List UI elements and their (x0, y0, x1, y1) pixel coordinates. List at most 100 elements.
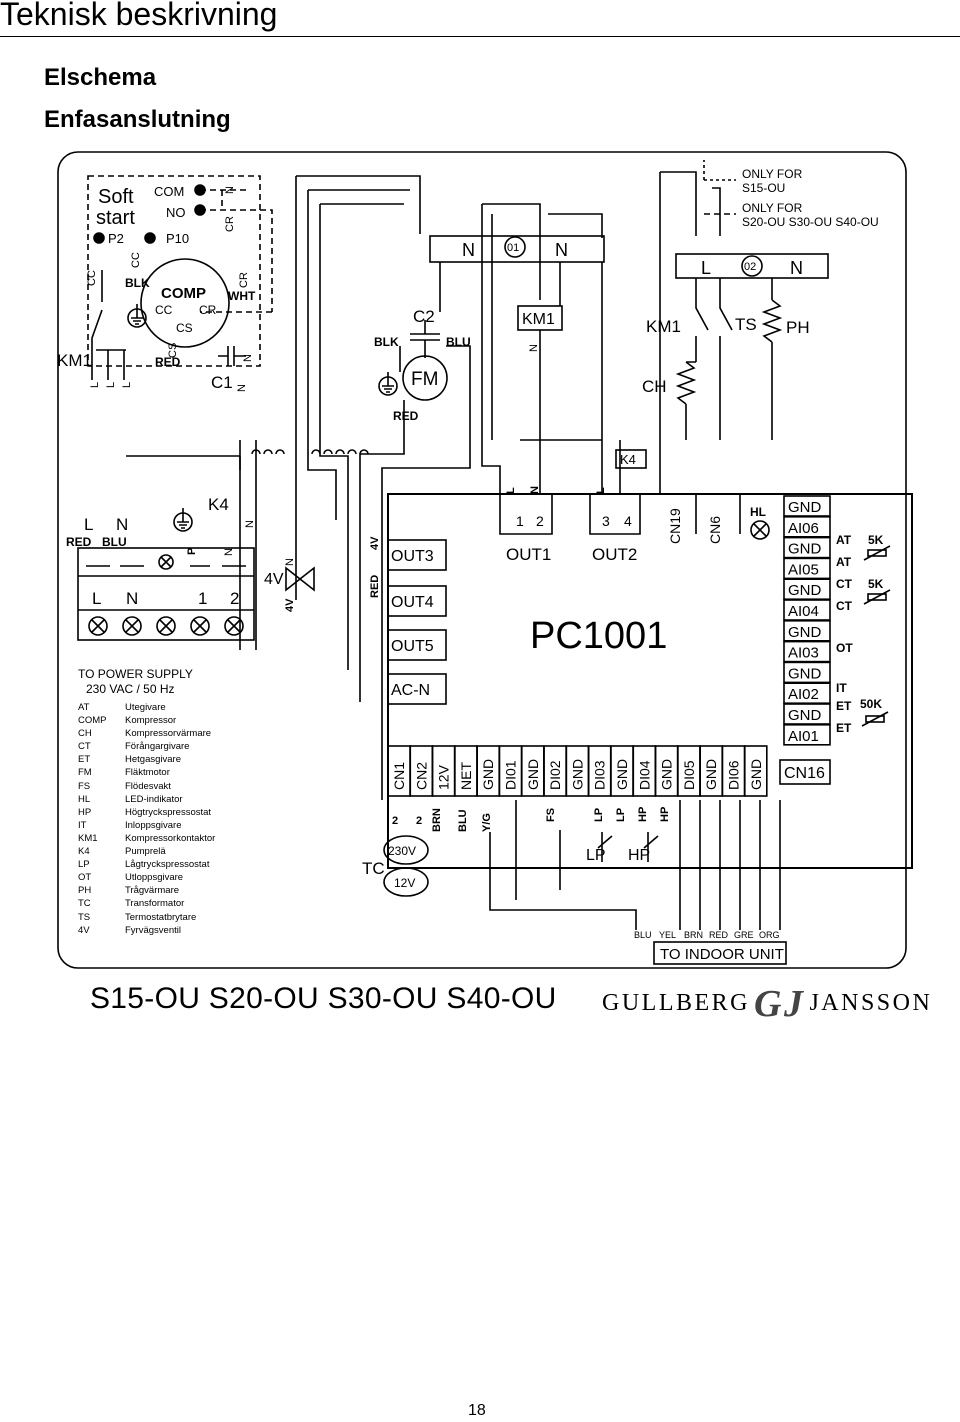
red-supply-label: RED (66, 535, 92, 549)
ai-pin-label: AI06 (788, 520, 819, 537)
km1-l3: L (121, 382, 133, 388)
cc-vert-label-2: CC (86, 270, 98, 286)
km1-l1: L (89, 382, 101, 388)
legend-desc: Kompressor (125, 715, 177, 727)
page-title: Teknisk beskrivning (0, 0, 278, 32)
legend-desc: Trågvärmare (125, 885, 180, 897)
ph-heater-symbol (761, 278, 783, 440)
ai-pin-box (783, 723, 831, 746)
only-s20-l1: ONLY FOR (742, 201, 803, 215)
legend-abbr: ET (78, 754, 91, 766)
cn16-box (779, 759, 831, 785)
legend-row: FS Flödesvakt (78, 781, 215, 794)
ai-pin-label: GND (788, 499, 822, 516)
ct-label-2: CT (836, 599, 853, 613)
section-heading: Elschema (44, 64, 157, 91)
only-s15-l1: ONLY FOR (742, 167, 803, 181)
legend-desc: LED-indikator (125, 793, 183, 805)
c2-capacitor (410, 320, 440, 358)
cs-vert-label: CS (167, 343, 179, 358)
k4-right-box (615, 449, 647, 469)
l-terminal-label: L (84, 515, 93, 534)
indoor-wire-label: GRE (734, 930, 754, 940)
legend-desc: Inloppsgivare (125, 819, 182, 831)
pc-top-feeds (381, 440, 661, 800)
power-supply-l1: TO POWER SUPPLY (78, 667, 193, 681)
out2-label: OUT2 (592, 545, 637, 564)
k1-out1-label: N (529, 486, 541, 494)
cs-terminal-label: CS (176, 321, 193, 335)
blu-supply-label: BLU (102, 535, 127, 549)
red-fan-label: RED (393, 409, 419, 423)
l-out1-label: L (505, 487, 517, 494)
subsection-heading: Enfasanslutning (44, 106, 231, 133)
soft-start-group (87, 175, 261, 367)
v230-label: 230V (388, 844, 416, 858)
tc-label: TC (362, 859, 385, 878)
legend-abbr: FS (78, 780, 91, 792)
model-footer: S15-OU S20-OU S30-OU S40-OU (90, 982, 557, 1015)
n-k4-label: N (223, 548, 235, 556)
out3-label: OUT3 (391, 548, 434, 565)
fan-motor-symbol (402, 355, 448, 401)
relay-block-02 (675, 253, 829, 279)
ch-wire (520, 361, 696, 441)
left-outputs (387, 539, 447, 705)
red-4v-label: RED (369, 575, 381, 598)
bottom-pin-label: DI04 (636, 760, 652, 790)
thermistor-symbols (861, 545, 891, 727)
power-terminal-block (77, 547, 255, 641)
softstart-label-2: start (96, 207, 135, 229)
hl-label: HL (750, 505, 766, 519)
hl-led-symbol (750, 520, 770, 540)
legend-desc: Flödesvakt (125, 780, 171, 792)
relay-coil-02 (741, 255, 763, 277)
fourv-out-label: 4V (369, 536, 381, 550)
brand-left: GULLBERG (602, 990, 750, 1016)
terminal-screws (88, 554, 244, 636)
km1-coil-label: KM1 (522, 311, 555, 328)
lp-label-1: LP (593, 808, 605, 822)
legend-abbr: HP (78, 806, 92, 818)
ai-pin-label: AI01 (788, 728, 819, 745)
blu-fan-label: BLU (446, 335, 471, 349)
sensor-labels: AT 5K AT CT 5K CT OT IT ET 50K ET (836, 533, 884, 735)
pin-4: 4 (624, 513, 632, 529)
cn2-two-label: 2 (416, 815, 422, 827)
only-s20-l2: S20-OU S30-OU S40-OU (742, 215, 879, 229)
fourv-label: 4V (264, 571, 284, 588)
km1-contacts (91, 270, 126, 380)
ai-pin-label: AI02 (788, 686, 819, 703)
l-line (126, 455, 241, 470)
page-number: 18 (468, 1402, 486, 1419)
legend-desc: Fyrvägsventil (125, 924, 181, 936)
ai-pin-label: AI03 (788, 645, 819, 662)
bottom-pin-label: 12V (436, 764, 452, 790)
relay-block-01 (429, 235, 605, 263)
bottom-pin-label: DI05 (681, 760, 697, 790)
brand-right: JANSSON (809, 990, 933, 1016)
at-label-1: AT (836, 533, 852, 547)
wire-n-route (548, 213, 603, 440)
ch-heater-symbol (675, 361, 697, 440)
ai-pin-box (783, 536, 831, 559)
n-c1b-label: N (242, 354, 254, 362)
relay1-n-label: N (462, 240, 475, 260)
fourv-vert-label: 4V (284, 598, 296, 612)
out5-label: OUT5 (391, 638, 434, 655)
bottom-pin-label: DI06 (726, 760, 742, 790)
pc-top-connectors (499, 493, 784, 535)
legend-desc: Termostatbrytare (125, 911, 197, 923)
c1-label: C1 (211, 373, 233, 392)
legend-abbr: FM (78, 767, 92, 779)
at-5k-label: 5K (868, 533, 884, 547)
bottom-pin-label: GND (703, 759, 719, 790)
